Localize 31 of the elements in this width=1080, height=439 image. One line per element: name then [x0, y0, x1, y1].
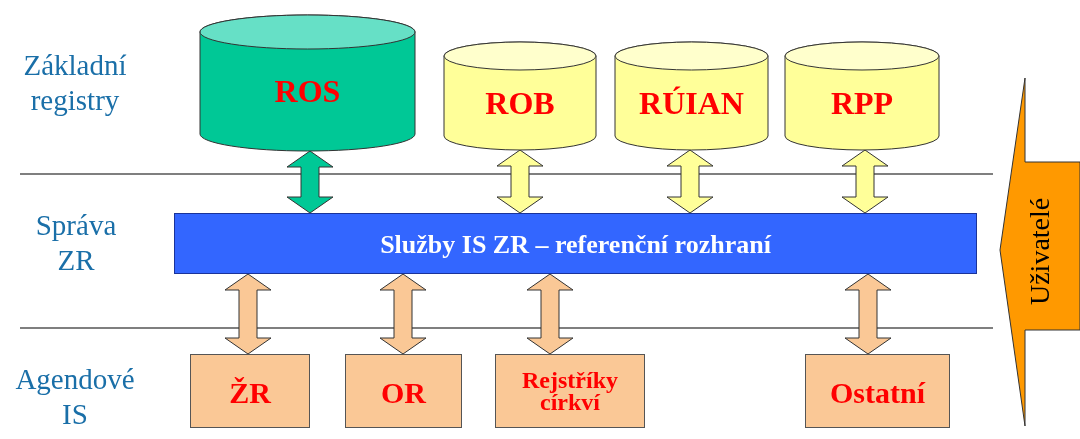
database-cylinder [444, 42, 596, 150]
double-arrow [224, 273, 272, 355]
node-label: ROS [273, 72, 342, 112]
double-arrow [496, 149, 544, 214]
double-arrow [841, 149, 889, 214]
double-arrow [666, 149, 714, 214]
database-cylinder [785, 42, 939, 150]
interface-bar [174, 213, 977, 274]
users-arrow [1000, 78, 1080, 426]
layer-label: Základní registry [22, 48, 128, 118]
agenda-box [805, 354, 950, 428]
layer-label: Správa ZR [34, 208, 118, 278]
agenda-box [190, 354, 310, 428]
database-cylinder [615, 42, 768, 150]
database-cylinder [200, 15, 415, 151]
agenda-box [495, 354, 645, 428]
layer-label: Agendové IS [14, 362, 136, 432]
double-arrow [844, 273, 892, 355]
double-arrow [286, 150, 334, 214]
node-label: RÚIAN [638, 83, 745, 123]
node-label: ROB [484, 83, 556, 123]
node-label: Ostatní [829, 374, 927, 411]
node-label: OR [380, 374, 428, 411]
node-label: Uživatelé [1024, 196, 1056, 308]
node-label: Rejstříky církví [521, 366, 619, 417]
double-arrow [526, 273, 574, 355]
agenda-box [345, 354, 462, 428]
double-arrow [379, 273, 427, 355]
bar-title: Služby IS ZR – referenční rozhraní [379, 228, 773, 261]
node-label: RPP [829, 83, 895, 123]
node-label: ŽR [228, 374, 273, 411]
